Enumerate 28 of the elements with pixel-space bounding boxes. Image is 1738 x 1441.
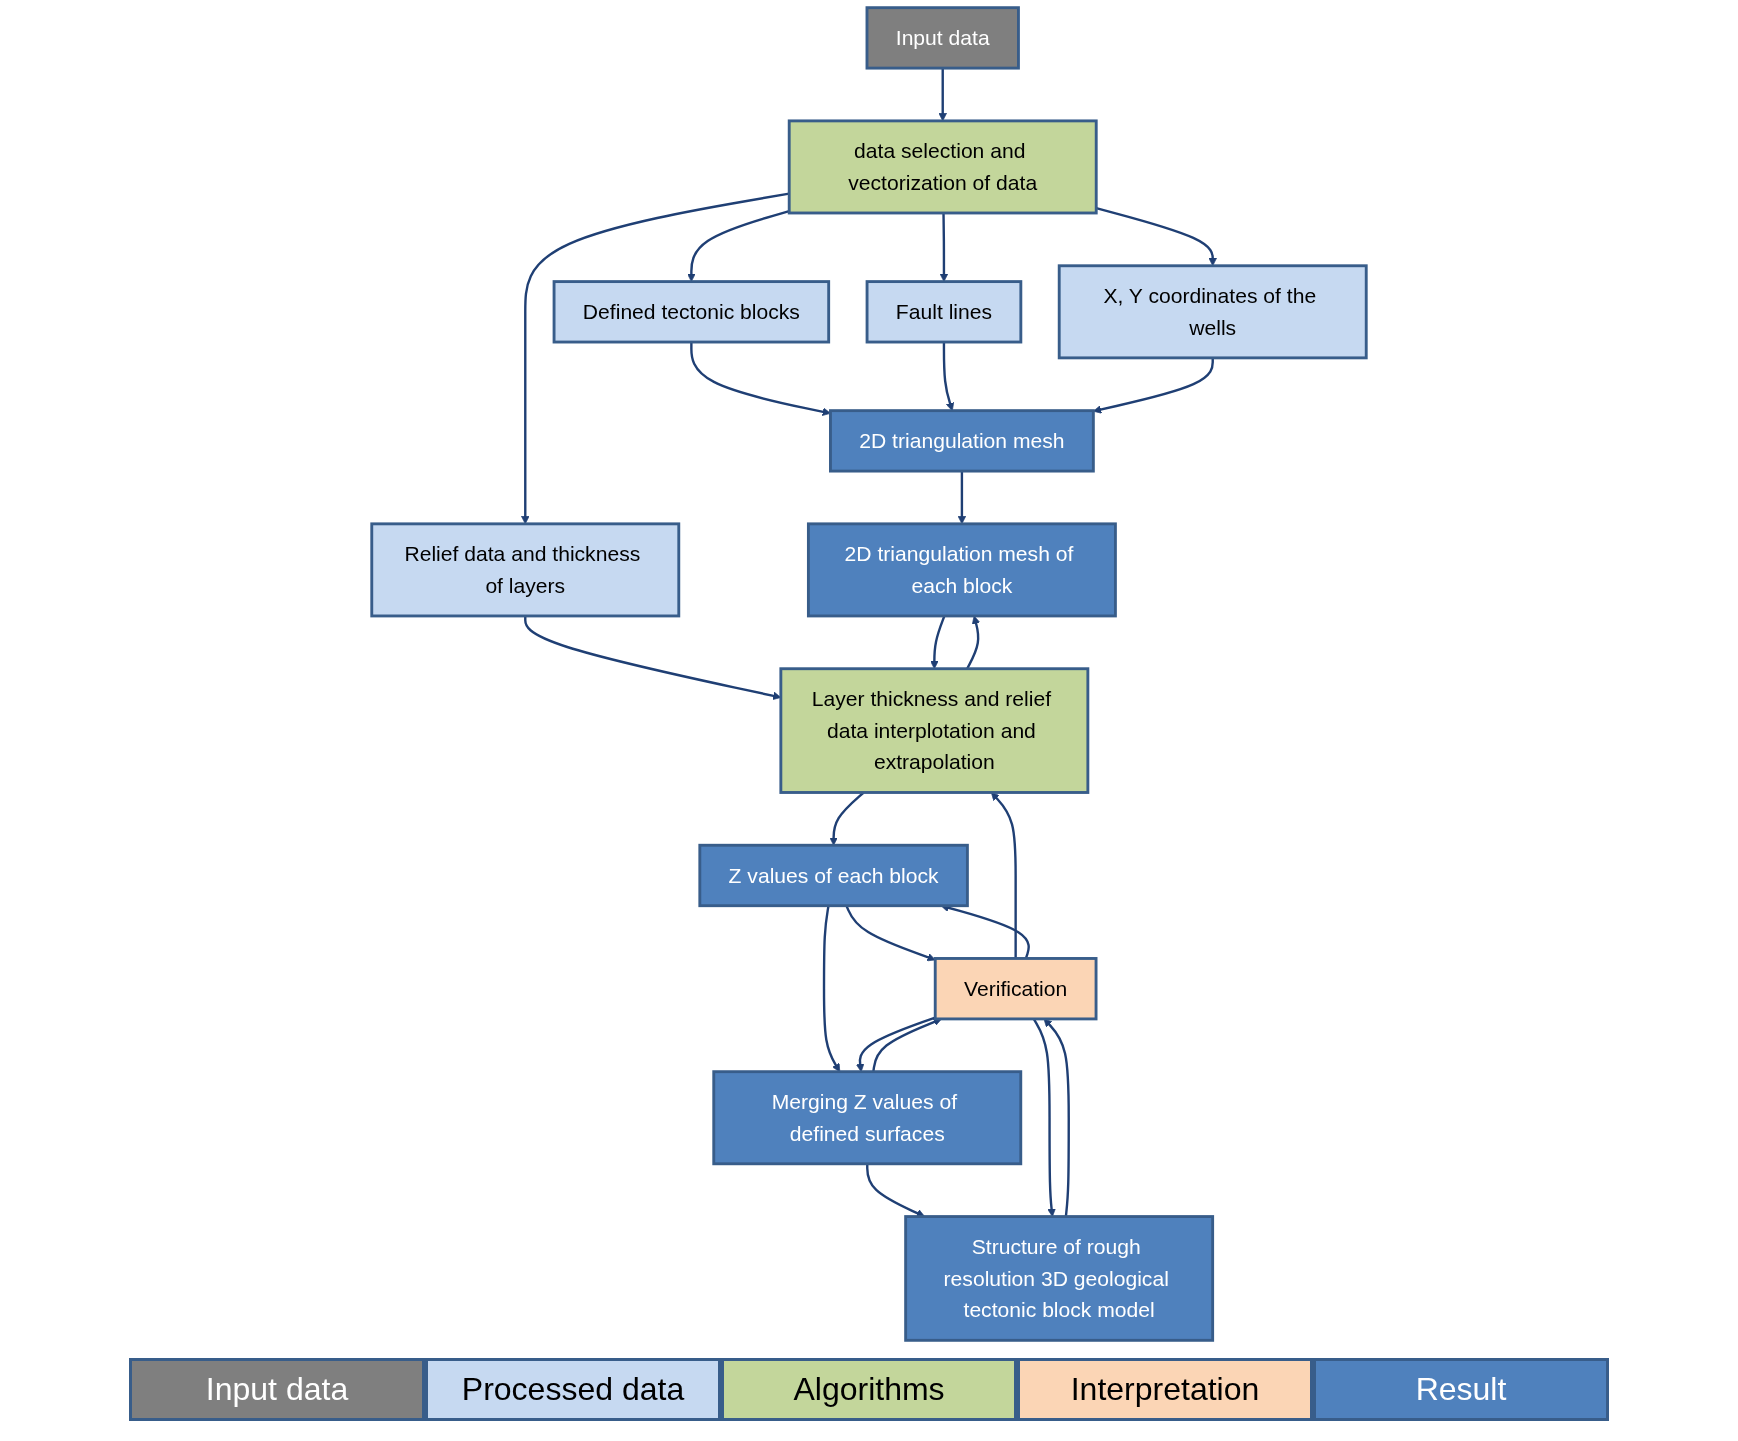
node-box: 2D triangulation mesh [829,409,1095,473]
legend-swatch: Result [1313,1358,1609,1421]
node-box: Structure of rough resolution 3D geological tectonic block model [904,1215,1215,1342]
node-box: Relief data and thickness of layers [370,522,681,618]
legend-swatch: Interpretation [1017,1358,1313,1421]
arrow [1092,357,1214,414]
arrow [1043,1018,1070,1217]
arrow [942,342,955,411]
node-box: Verification [933,957,1098,1021]
node-box: Defined tectonic blocks [552,280,831,344]
arrow [845,905,936,962]
arrow [690,342,831,416]
legend-swatch: Algorithms [721,1358,1017,1421]
arrow [687,210,790,282]
node-box: Layer thickness and relief data interplotation and extrapolation [779,667,1090,794]
legend-swatch: Input data [129,1358,425,1421]
arrow [872,1017,942,1072]
arrow [1032,1018,1056,1217]
arrow [990,792,1017,959]
node-box: data selection and vectorization of data [787,119,1098,215]
node-box: Merging Z values of defined surfaces [712,1070,1023,1166]
node-box: Fault lines [865,280,1023,344]
node-box: 2D triangulation mesh of each block [806,522,1117,618]
legend-swatch: Processed data [425,1358,721,1421]
arrow [939,212,949,282]
node-box: Input data [865,6,1020,70]
node-box: X, Y coordinates of the wells [1057,264,1368,360]
node-box: Z values of each block [698,843,969,908]
